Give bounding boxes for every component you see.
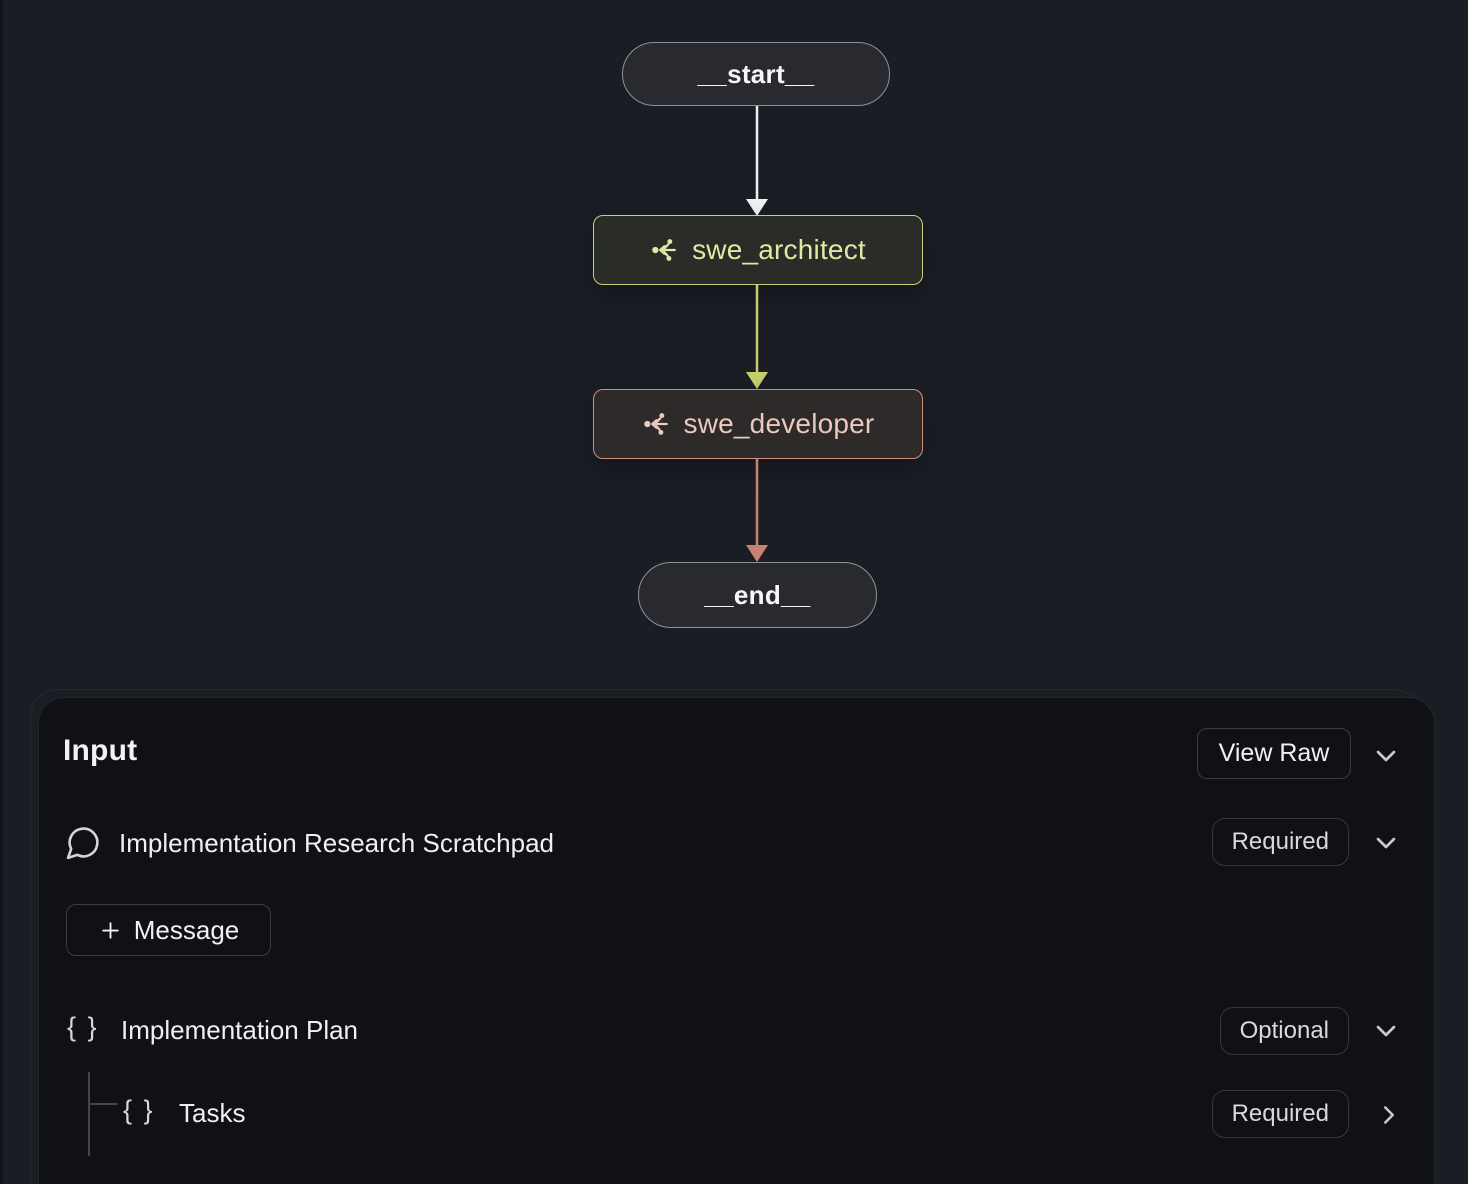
field-label-implementation-plan: Implementation Plan <box>121 1015 359 1045</box>
braces-icon: { } <box>123 1095 155 1125</box>
optional-badge: Optional <box>1219 1007 1349 1055</box>
view-raw-label: View Raw <box>1218 739 1330 767</box>
node-end-label: __end__ <box>704 579 811 610</box>
field-label-tasks: Tasks <box>179 1098 246 1128</box>
tree-connector-horizontal <box>88 1103 117 1105</box>
required-badge: Required <box>1211 818 1349 866</box>
plus-icon <box>98 918 123 943</box>
node-swe-architect-label: swe_architect <box>692 234 866 265</box>
workflow-icon <box>650 236 678 264</box>
add-message-label: Message <box>133 914 240 945</box>
window-edge <box>0 0 3 1184</box>
edge-developer-to-end <box>746 459 768 562</box>
add-message-button[interactable]: Message <box>66 904 271 956</box>
graph-node-end[interactable]: __end__ <box>638 562 877 628</box>
view-raw-button[interactable]: View Raw <box>1197 728 1351 779</box>
graph-node-swe-architect[interactable]: swe_architect <box>593 215 923 285</box>
chevron-down-icon[interactable] <box>1369 739 1403 773</box>
edge-architect-to-developer <box>746 285 768 389</box>
node-start-label: __start__ <box>697 58 815 89</box>
graph-node-swe-developer[interactable]: swe_developer <box>593 389 923 459</box>
tree-connector-vertical <box>88 1072 90 1156</box>
chevron-right-icon[interactable] <box>1372 1098 1406 1132</box>
input-panel: Input View Raw Implementation Research S… <box>38 697 1435 1184</box>
edge-start-to-architect <box>746 106 768 216</box>
graph-node-start[interactable]: __start__ <box>622 42 890 106</box>
required-badge: Required <box>1211 1090 1349 1138</box>
chevron-down-icon[interactable] <box>1369 1014 1403 1048</box>
node-swe-developer-label: swe_developer <box>683 408 875 439</box>
chevron-down-icon[interactable] <box>1369 826 1403 860</box>
workflow-icon <box>642 410 670 438</box>
panel-title: Input <box>63 734 138 767</box>
braces-icon: { } <box>67 1012 99 1042</box>
field-label-implementation-research-scratchpad: Implementation Research Scratchpad <box>119 828 555 858</box>
message-bubble-icon <box>65 824 102 861</box>
